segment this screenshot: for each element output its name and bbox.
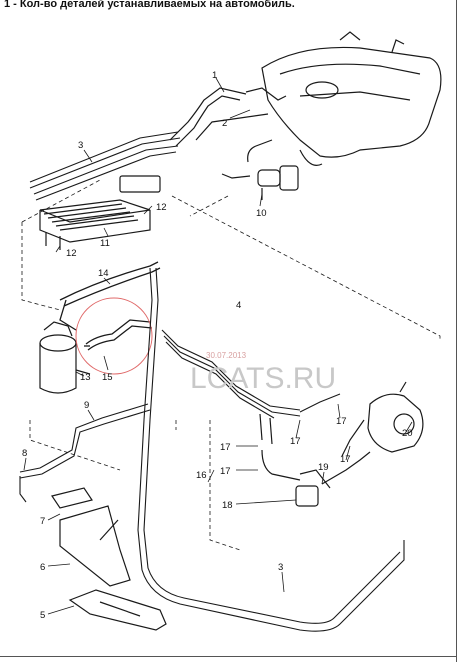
callout-15: 15: [102, 372, 113, 383]
hose-14: [59, 261, 161, 331]
fuel-line-3-upper: [29, 131, 181, 201]
page-header: 1 - Кол-во деталей устанавливаемых на ав…: [4, 0, 295, 10]
callout-4: 4: [236, 300, 241, 311]
callout-19: 19: [318, 462, 329, 473]
injector-assembly-16-19: [259, 413, 371, 507]
callout-10: 10: [256, 208, 267, 219]
high-pressure-pump-20: [341, 381, 424, 457]
callout-11: 11: [100, 238, 110, 249]
frame-border-right: [456, 0, 457, 662]
callout-8: 8: [22, 448, 27, 459]
callout-17-c: 17: [290, 436, 301, 447]
clip-5: [68, 589, 167, 631]
callout-17-e: 17: [340, 454, 351, 465]
callout-20: 20: [402, 428, 413, 439]
callout-12-b: 12: [66, 248, 77, 259]
callout-13: 13: [80, 372, 91, 383]
callout-3-lower: 3: [278, 562, 283, 573]
callout-17-d: 17: [336, 416, 347, 427]
callout-9: 9: [84, 400, 89, 411]
fuel-pump-10: [221, 139, 299, 200]
watermark-date: 30.07.2013: [206, 351, 247, 360]
fuel-tank: [261, 31, 442, 166]
callout-7: 7: [40, 516, 45, 527]
bracket-6-7: [51, 487, 131, 587]
callout-12-a: 12: [156, 202, 167, 213]
watermark-site: LCATS.RU: [190, 362, 336, 395]
hose-15: [84, 319, 153, 351]
highlight-circle: [75, 297, 153, 375]
fuel-filter-13: [39, 321, 91, 394]
callout-17-b: 17: [220, 466, 231, 477]
callout-6: 6: [40, 562, 45, 573]
fuel-cooler-11: [39, 175, 161, 250]
callout-18: 18: [222, 500, 233, 511]
callout-5: 5: [40, 610, 45, 621]
fuel-line-8-9: [19, 403, 151, 503]
callout-16: 16: [196, 470, 207, 481]
fuel-line-bundle: [137, 267, 405, 632]
callout-3-upper: 3: [78, 140, 83, 151]
callout-17-a: 17: [220, 442, 231, 453]
callout-2: 2: [222, 118, 227, 129]
frame-border-bottom: [0, 656, 457, 657]
callout-leaders: [23, 77, 413, 615]
dashed-leader-lines: [21, 179, 441, 551]
callout-14: 14: [98, 268, 109, 279]
callout-1: 1: [212, 70, 217, 81]
fuel-line-1-2: [169, 87, 287, 147]
